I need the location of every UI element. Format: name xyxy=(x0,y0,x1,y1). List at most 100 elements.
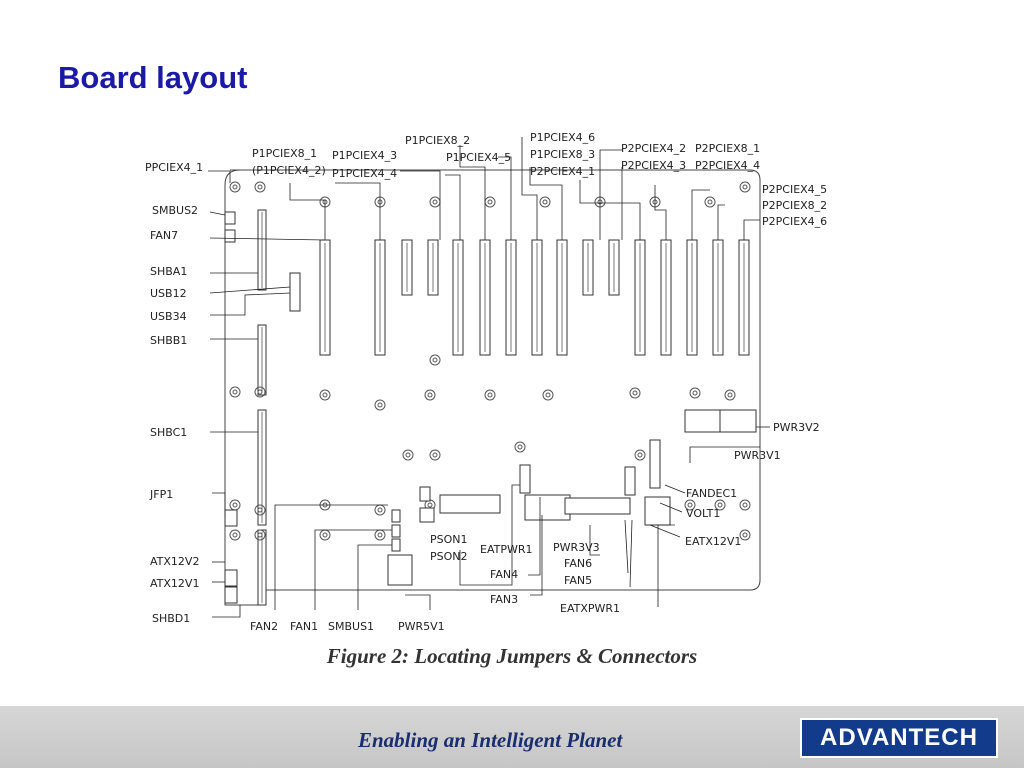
mounting-hole-center xyxy=(487,199,493,205)
connector-block xyxy=(519,464,531,494)
bottom-connector-label: PSON1 xyxy=(430,533,468,546)
left-connector-label: SHBC1 xyxy=(150,426,187,439)
slot-label: P2PCIEX4_2 xyxy=(621,142,686,155)
mounting-hole xyxy=(724,389,736,401)
mounting-hole xyxy=(634,449,646,461)
left-connector-label: SHBA1 xyxy=(150,265,187,278)
slot-label: P2PCIEX4_6 xyxy=(762,215,827,228)
mounting-hole-center xyxy=(432,199,438,205)
slot-label: (P1PCIEX4_2) xyxy=(252,164,326,177)
connector-block xyxy=(224,509,238,527)
mounting-hole-center xyxy=(377,507,383,513)
mounting-hole xyxy=(739,499,751,511)
connector-block xyxy=(419,486,431,502)
slot-label: P1PCIEX4_6 xyxy=(530,131,595,144)
mounting-hole xyxy=(319,529,331,541)
mounting-hole xyxy=(689,387,701,399)
mounting-hole-center xyxy=(707,199,713,205)
slot-label: P2PCIEX8_2 xyxy=(762,199,827,212)
bottom-connector-label: FAN1 xyxy=(290,620,318,630)
bottom-connector-label: PSON2 xyxy=(430,550,468,563)
connector-block xyxy=(649,439,661,489)
mounting-hole xyxy=(402,449,414,461)
connector-block xyxy=(624,466,636,496)
leader-line xyxy=(212,605,241,618)
connector-block xyxy=(289,272,301,312)
slot-label: P2PCIEX4_5 xyxy=(762,183,827,196)
bottom-connector-label: FAN6 xyxy=(564,557,592,570)
mounting-hole-center xyxy=(727,392,733,398)
right-connector-label: EATX12V1 xyxy=(685,535,741,548)
mounting-hole xyxy=(229,181,241,193)
mounting-hole xyxy=(374,504,386,516)
leader-line xyxy=(691,189,710,240)
mounting-hole-center xyxy=(542,199,548,205)
right-connector-label: PWR3V2 xyxy=(773,421,820,434)
mounting-hole xyxy=(429,354,441,366)
leader-line xyxy=(209,211,226,216)
leader-line xyxy=(717,204,725,240)
mounting-hole-center xyxy=(427,502,433,508)
slot-label: P1PCIEX8_3 xyxy=(530,148,595,161)
mounting-hole-center xyxy=(742,502,748,508)
leader-line xyxy=(498,156,512,240)
connector-block xyxy=(419,507,435,523)
footer-bar: Enabling an Intelligent Planet ADVANTECH xyxy=(0,706,1024,768)
mounting-hole-center xyxy=(405,452,411,458)
mounting-hole xyxy=(254,529,266,541)
bottom-connector-label: PWR3V3 xyxy=(553,541,600,554)
mounting-hole xyxy=(542,389,554,401)
leader-line xyxy=(212,492,226,517)
connector-block xyxy=(391,509,401,523)
mounting-hole-center xyxy=(232,532,238,538)
leader-line xyxy=(209,286,291,294)
leader-line xyxy=(335,182,381,240)
mounting-hole-center xyxy=(487,392,493,398)
mounting-hole-center xyxy=(322,532,328,538)
mounting-hole-center xyxy=(257,507,263,513)
left-connector-label: JFP1 xyxy=(149,488,173,501)
mounting-hole xyxy=(739,529,751,541)
leader-line xyxy=(579,180,641,240)
footer-tagline: Enabling an Intelligent Planet xyxy=(358,728,623,752)
mounting-hole-center xyxy=(687,502,693,508)
left-connector-label: USB34 xyxy=(150,310,187,323)
connector-block xyxy=(224,211,236,225)
leader-line xyxy=(289,183,326,240)
mounting-hole xyxy=(739,181,751,193)
connector-block xyxy=(524,494,571,521)
left-connector-label: SHBB1 xyxy=(150,334,187,347)
leader-line xyxy=(629,519,633,588)
mounting-hole xyxy=(429,449,441,461)
mounting-hole-center xyxy=(517,444,523,450)
mounting-hole xyxy=(374,399,386,411)
bottom-connector-label: SMBUS1 xyxy=(328,620,374,630)
leader-line xyxy=(459,145,486,240)
leader-line xyxy=(357,544,392,610)
mounting-hole-center xyxy=(692,390,698,396)
mounting-hole-center xyxy=(717,502,723,508)
mounting-hole-center xyxy=(232,389,238,395)
connector-block xyxy=(391,524,401,538)
mounting-hole xyxy=(229,386,241,398)
slot-label: P2PCIEX4_4 xyxy=(695,159,760,172)
leader-line xyxy=(521,137,538,240)
leader-line xyxy=(649,524,681,538)
mounting-hole xyxy=(514,441,526,453)
mounting-hole-center xyxy=(257,532,263,538)
mounting-hole xyxy=(374,529,386,541)
leader-line xyxy=(208,170,231,183)
leader-line xyxy=(314,529,392,610)
bottom-connector-label: PWR5V1 xyxy=(398,620,445,630)
connector-block xyxy=(224,569,238,587)
slot-label: P1PCIEX4_4 xyxy=(332,167,397,180)
mounting-hole-center xyxy=(742,184,748,190)
board-outline xyxy=(224,169,761,606)
mounting-hole xyxy=(424,389,436,401)
mounting-hole xyxy=(714,499,726,511)
mounting-hole-center xyxy=(432,357,438,363)
mounting-hole xyxy=(484,196,496,208)
mounting-hole xyxy=(254,181,266,193)
leader-line xyxy=(743,219,760,240)
board-layout-diagram: P1PCIEX8_1(P1PCIEX4_2)P1PCIEX4_3P1PCIEX4… xyxy=(145,131,827,630)
